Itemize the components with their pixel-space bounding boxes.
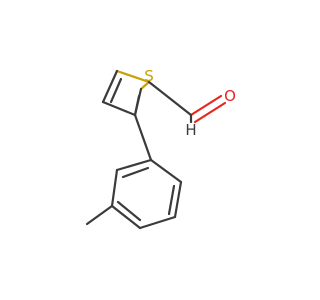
- benzene-ring: [110, 158, 183, 230]
- hydrogen-atom-label: H: [185, 121, 196, 139]
- bond-c3-aryl: [133, 113, 153, 162]
- sulfur-atom-label: S: [144, 67, 154, 85]
- bond-b2-b3-inner: [167, 184, 176, 216]
- bond-s-c2: [139, 80, 151, 91]
- bond-methyl: [85, 204, 114, 226]
- aldehyde-group: [147, 80, 227, 124]
- bond-c-o-2: [193, 101, 227, 124]
- molecule-diagram: S O H: [85, 67, 236, 230]
- bond-b4-b5: [110, 204, 142, 230]
- bond-c4-c3: [101, 100, 137, 117]
- bond-c3-c2: [133, 94, 141, 117]
- bond-b5-b6: [110, 168, 119, 208]
- bond-s-c5: [115, 69, 151, 84]
- bond-c-o-1: [189, 94, 223, 117]
- bond-c5-c4: [101, 69, 119, 104]
- bond-c2-cho: [147, 80, 193, 117]
- bond-b4-b5-inner: [116, 200, 142, 222]
- bond-b1-b2: [149, 158, 183, 184]
- thiophene-ring: [101, 69, 151, 117]
- bond-b6-b1-inner: [121, 166, 150, 179]
- bond-b3-b4: [138, 215, 177, 230]
- oxygen-atom-label: O: [224, 87, 236, 105]
- bond-c5-c4-inner: [109, 77, 123, 104]
- bond-b2-b3: [173, 180, 183, 219]
- bond-b6-b1: [115, 158, 153, 172]
